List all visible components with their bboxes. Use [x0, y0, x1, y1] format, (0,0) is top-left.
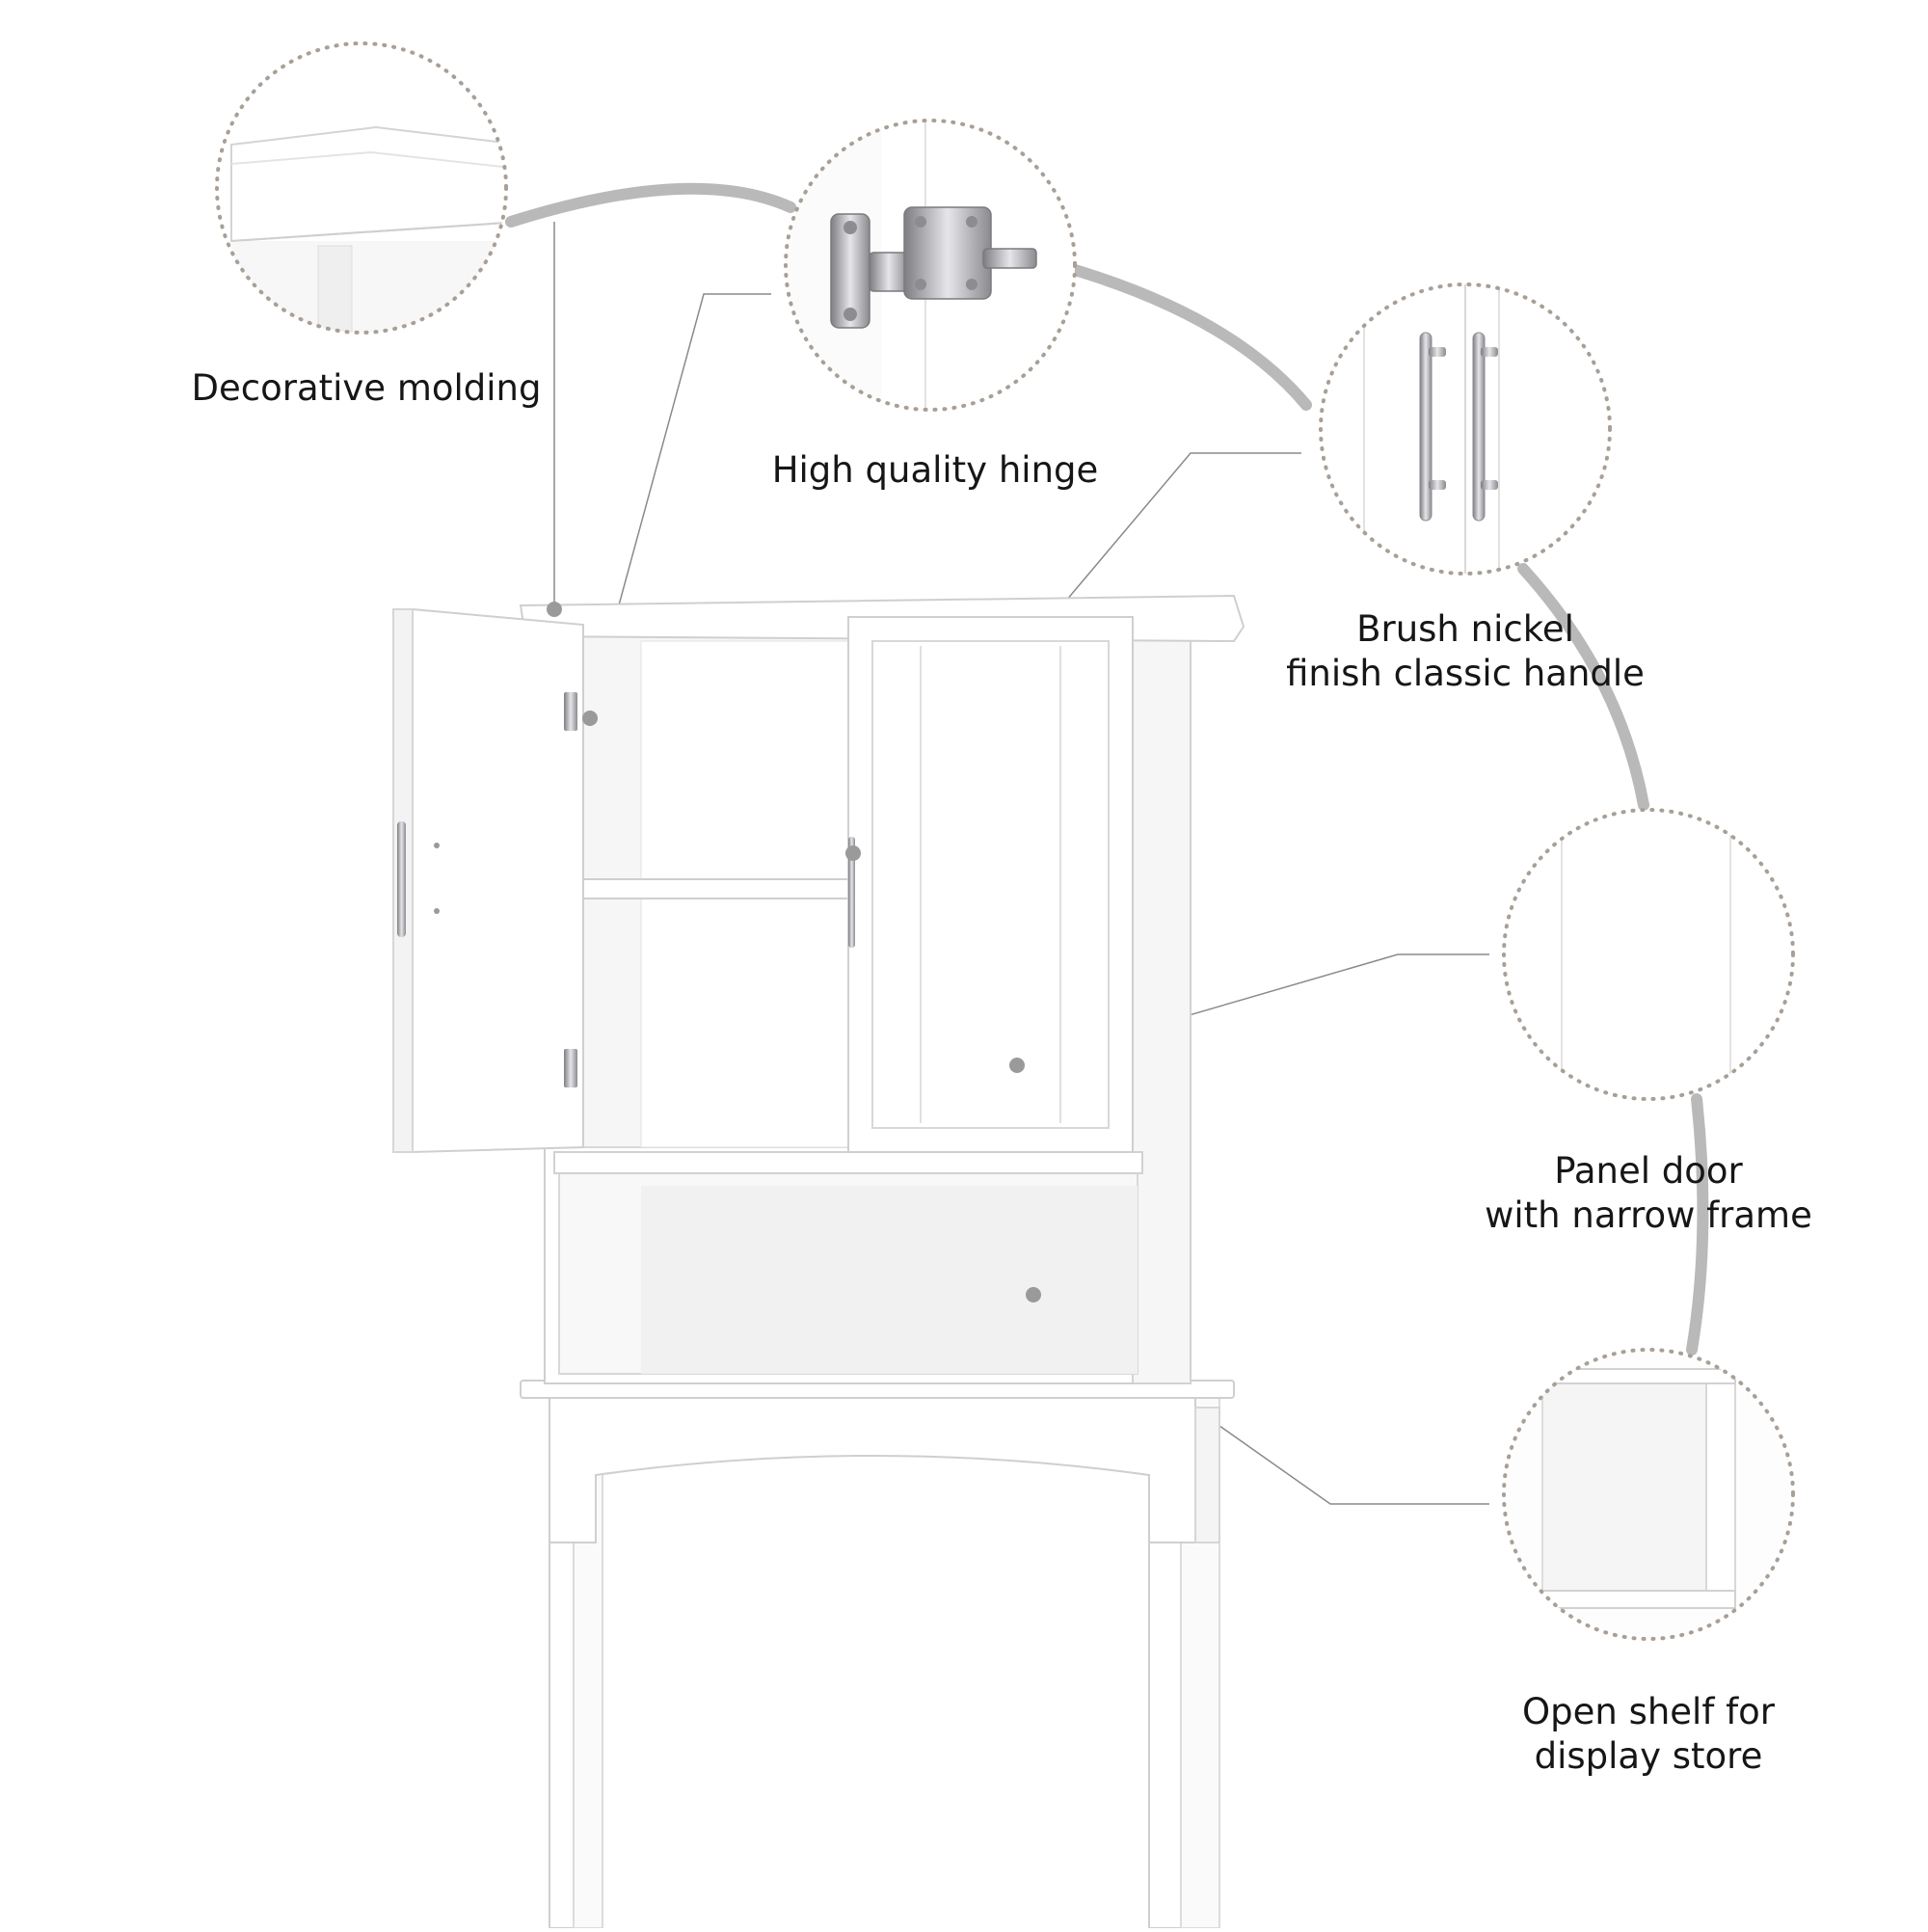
left-open-door [392, 607, 584, 1154]
marker-dot-icon [845, 845, 861, 861]
marker-dot-icon [582, 711, 598, 726]
marker-dot-icon [547, 602, 562, 617]
leader-hinge [587, 293, 771, 719]
left-door-handle [397, 821, 406, 937]
side-rail-right [1194, 1407, 1220, 1543]
molding-caption-text: Decorative molding [191, 367, 542, 409]
handle-callout [1319, 282, 1612, 576]
hinge-upper [564, 692, 577, 731]
hinge-callout [784, 119, 1077, 412]
panel-door-caption-line1: Panel door [1554, 1150, 1743, 1192]
open-shelf-caption: Open shelf for display store [1465, 1690, 1832, 1779]
handle-caption: Brush nickel finish classic handle [1253, 607, 1677, 696]
cabinet-illustration [392, 594, 1245, 1929]
open-shelf-caption-line2: display store [1534, 1735, 1763, 1777]
right-door-handle [848, 837, 855, 948]
hinge-caption: High quality hinge [733, 448, 1138, 493]
open-shelf-caption-line1: Open shelf for [1521, 1691, 1776, 1732]
handle-caption-line2: finish classic handle [1286, 653, 1645, 694]
panel-door-caption-line2: with narrow frame [1485, 1194, 1812, 1236]
handle-icon [1363, 284, 1500, 574]
marker-dot-icon [1009, 1058, 1025, 1073]
marker-dot-icon [1026, 1287, 1041, 1302]
open-shelf-callout [1502, 1348, 1795, 1641]
molding-callout [215, 41, 508, 335]
panel-door-caption: Panel door with narrow frame [1446, 1149, 1851, 1238]
hinge-lower [564, 1049, 577, 1087]
molding-icon [230, 125, 506, 333]
panel-door-callout [1502, 808, 1795, 1101]
marker-dots [547, 602, 1041, 1302]
connecting-arc [505, 182, 1709, 1355]
interior-shelf [582, 878, 849, 899]
right-panel-door [847, 616, 1134, 1153]
open-shelf-top [553, 1151, 1143, 1174]
shelf-icon [1504, 1350, 1793, 1639]
open-shelf-back [641, 1186, 1138, 1374]
panel-icon [1561, 810, 1731, 1099]
handle-caption-line1: Brush nickel [1356, 608, 1574, 650]
lower-apron [549, 1392, 1196, 1543]
molding-caption: Decorative molding [154, 366, 578, 411]
cabinet-side [1132, 616, 1192, 1384]
hinge-caption-text: High quality hinge [771, 449, 1099, 491]
